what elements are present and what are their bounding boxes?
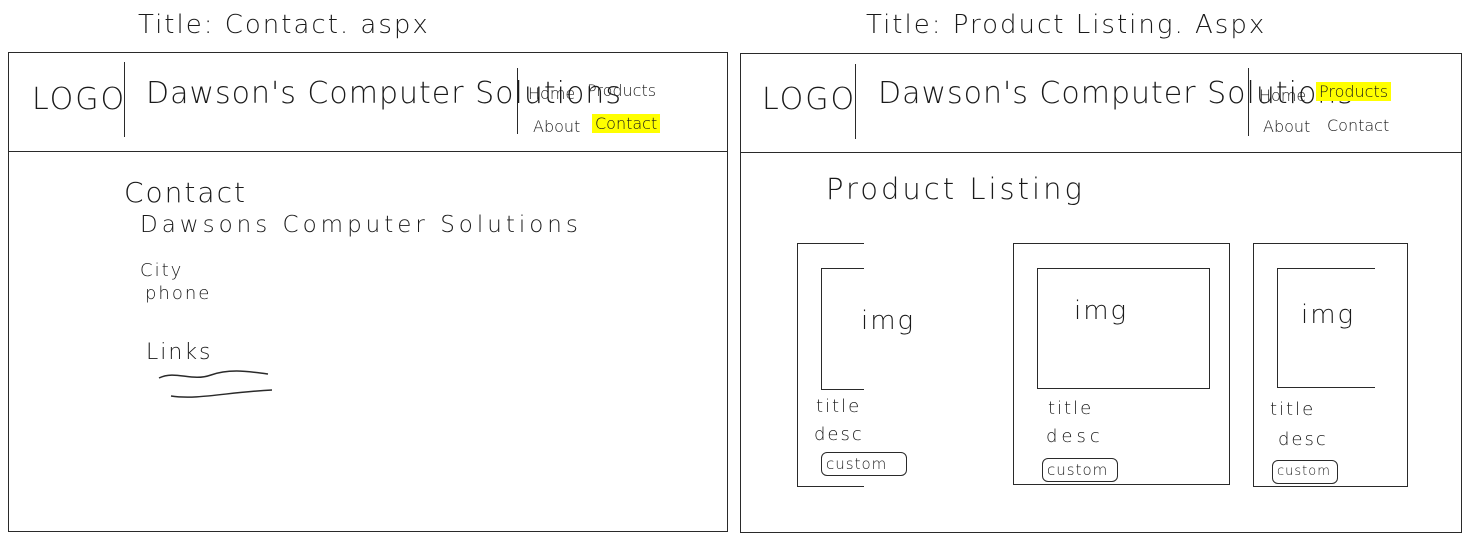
product-card-custom-button[interactable]: custom — [821, 452, 907, 476]
contact-nav-products[interactable]: Products — [587, 81, 657, 100]
product-nav-products-active[interactable]: Products — [1316, 82, 1392, 101]
product-header-separator-1 — [855, 64, 856, 139]
product-card-desc: desc — [1278, 429, 1328, 450]
contact-header-separator-2 — [517, 68, 518, 134]
contact-link-line-1[interactable] — [156, 366, 276, 386]
product-card-desc: desc — [1046, 426, 1104, 447]
product-card-image-label: img — [861, 306, 916, 336]
contact-heading: Contact — [124, 176, 247, 209]
contact-links-label[interactable]: Links — [146, 340, 213, 365]
product-listing-heading: Product Listing — [826, 172, 1085, 206]
product-page-caption: Title: Product Listing. Aspx — [866, 10, 1267, 40]
contact-nav-home[interactable]: Home — [528, 84, 576, 103]
contact-header-separator-1 — [124, 62, 125, 137]
product-card-image-label: img — [1301, 300, 1356, 330]
contact-page-caption: Title: Contact. aspx — [138, 10, 430, 40]
product-logo: LOGO — [762, 82, 857, 117]
product-card — [797, 243, 864, 487]
product-card-title: title — [1048, 398, 1094, 419]
contact-header-divider — [8, 151, 728, 152]
product-card-desc: desc — [814, 424, 864, 445]
product-site-name: Dawson's Computer Solutions — [878, 76, 1354, 111]
product-page-frame — [740, 53, 1462, 533]
contact-phone: phone — [145, 283, 212, 304]
product-card-image — [1277, 268, 1375, 388]
contact-logo: LOGO — [32, 82, 127, 117]
product-card-image-label: img — [1074, 296, 1129, 326]
product-card-image — [1037, 268, 1210, 389]
contact-page-frame — [8, 52, 728, 532]
contact-city: City — [140, 260, 184, 281]
product-card — [1253, 243, 1408, 487]
product-nav-about[interactable]: About — [1263, 117, 1311, 136]
contact-link-line-2[interactable] — [168, 386, 288, 406]
product-card-title: title — [1270, 399, 1316, 420]
product-header-divider — [740, 152, 1462, 153]
product-card-custom-button[interactable]: custom — [1042, 458, 1118, 482]
product-card-image — [821, 268, 864, 390]
product-header-separator-2 — [1248, 68, 1249, 136]
contact-nav-contact-active[interactable]: Contact — [592, 114, 661, 133]
contact-company-name: Dawsons Computer Solutions — [140, 212, 582, 238]
product-card-title: title — [816, 396, 862, 417]
product-nav-contact[interactable]: Contact — [1327, 116, 1390, 135]
product-nav-home[interactable]: Home — [1259, 86, 1307, 105]
contact-nav-about[interactable]: About — [533, 117, 581, 136]
contact-site-name: Dawson's Computer Solutions — [146, 76, 622, 111]
product-card-custom-button[interactable]: custom — [1272, 460, 1338, 484]
product-card — [1013, 243, 1230, 485]
